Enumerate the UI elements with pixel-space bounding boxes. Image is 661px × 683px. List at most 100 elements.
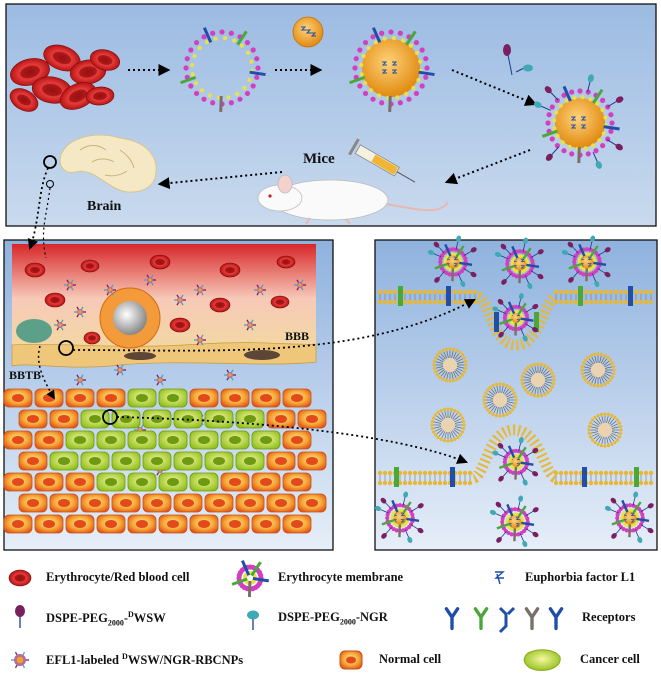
cell-nucleus [260, 436, 272, 444]
lipid-head [634, 300, 638, 304]
receptor-icon [526, 609, 537, 629]
lipid-head-inner [415, 51, 419, 55]
red-blood-cell [170, 318, 190, 332]
cell-nucleus [198, 520, 210, 528]
lipid-head [564, 290, 568, 294]
lipid-head [463, 481, 467, 485]
lipid-head [363, 40, 368, 45]
receptor-shape [550, 609, 561, 629]
micelle-head [439, 438, 442, 441]
lipid-head [589, 481, 593, 485]
label-bbtb: BBTB [9, 368, 41, 383]
micelle-head [455, 378, 458, 381]
lipid-head [545, 120, 550, 125]
micelle-head [591, 438, 594, 441]
cell-nucleus [291, 436, 303, 444]
lipid-head [383, 290, 387, 294]
lipid-head [188, 47, 193, 52]
micelle-head [462, 420, 465, 423]
cell-nucleus [27, 499, 39, 507]
cell-nucleus [306, 457, 318, 465]
rbc-center [155, 259, 165, 265]
lipid-head [438, 290, 442, 294]
micelle-head [609, 378, 612, 381]
rbc-center [88, 335, 96, 340]
micelle-head [606, 381, 609, 384]
membrane-receptor [450, 467, 455, 487]
lipid-head [370, 97, 375, 102]
lipid-head [413, 290, 417, 294]
micelle-head [498, 382, 501, 385]
micelle-head [526, 391, 529, 394]
micelle-head [580, 368, 583, 371]
lipid-head [463, 257, 467, 261]
micelle-head [591, 418, 594, 421]
lipid-head-inner [595, 101, 599, 105]
rbc-center [15, 574, 26, 581]
lipid-head [569, 290, 573, 294]
membrane-ring [232, 561, 269, 597]
lipid-head [550, 136, 555, 141]
nanoparticle-marker [11, 652, 29, 668]
lipid-head-inner [600, 108, 604, 112]
lipid-head [564, 471, 568, 475]
lipid-head [624, 300, 628, 304]
legend-ngr-label: DSPE-PEG2000-NGR [278, 610, 388, 627]
lipid-head [408, 471, 412, 475]
lipid-head [201, 97, 206, 102]
lipid-head-inner [383, 37, 387, 41]
efl1-core-particle [293, 17, 323, 47]
lipid-head [418, 481, 422, 485]
receptor-shape [526, 609, 537, 629]
lipid-head-inner [249, 60, 253, 64]
lipid-head [594, 481, 598, 485]
lipid-head-inner [593, 259, 596, 262]
lipid-head [433, 290, 437, 294]
micelle-head [495, 383, 498, 386]
micelle-head [456, 436, 459, 439]
lipid-head-inner [226, 95, 230, 99]
micelle-head [619, 432, 622, 435]
micelle-head [433, 360, 436, 363]
cell-nucleus [229, 436, 241, 444]
cell-nucleus [275, 457, 287, 465]
cell-nucleus [105, 436, 117, 444]
lipid-head [388, 481, 392, 485]
lipid-head [408, 481, 412, 485]
mouse-eye [268, 194, 271, 197]
micelle-head [461, 373, 464, 376]
lipid-head [458, 290, 462, 294]
micelle-head [522, 371, 525, 374]
membrane-receptor [398, 286, 403, 306]
cell-nucleus [58, 415, 70, 423]
lipid-head [554, 290, 558, 294]
micelle-head [464, 367, 467, 370]
cell-nucleus [89, 415, 101, 423]
cell-nucleus [275, 415, 287, 423]
micelle-head [616, 438, 619, 441]
np-core [178, 298, 181, 301]
lipid-head-inner [521, 519, 524, 522]
micelle-head [589, 354, 592, 357]
lipid-head [604, 481, 608, 485]
legend-cancer-label: Cancer cell [580, 652, 640, 667]
micelle-head [441, 349, 444, 352]
lipid-head [408, 290, 412, 294]
micelle-head [618, 421, 621, 424]
lipid-head [640, 513, 644, 517]
receptor-shape [475, 609, 486, 629]
lipid-head [463, 290, 467, 294]
micelle-head [458, 351, 461, 354]
cell-nucleus [260, 394, 272, 402]
lipid-head-inner [602, 131, 606, 135]
micelle-head [521, 375, 524, 378]
lipid-head [201, 34, 206, 39]
tight-junction [244, 350, 280, 360]
lipid-head [609, 481, 613, 485]
lipid-head-inner [567, 145, 571, 149]
lipid-head [433, 471, 437, 475]
micelle-head [582, 375, 585, 378]
micelle-core [441, 418, 455, 432]
micelle-head [611, 375, 614, 378]
micelle-head [513, 391, 516, 394]
